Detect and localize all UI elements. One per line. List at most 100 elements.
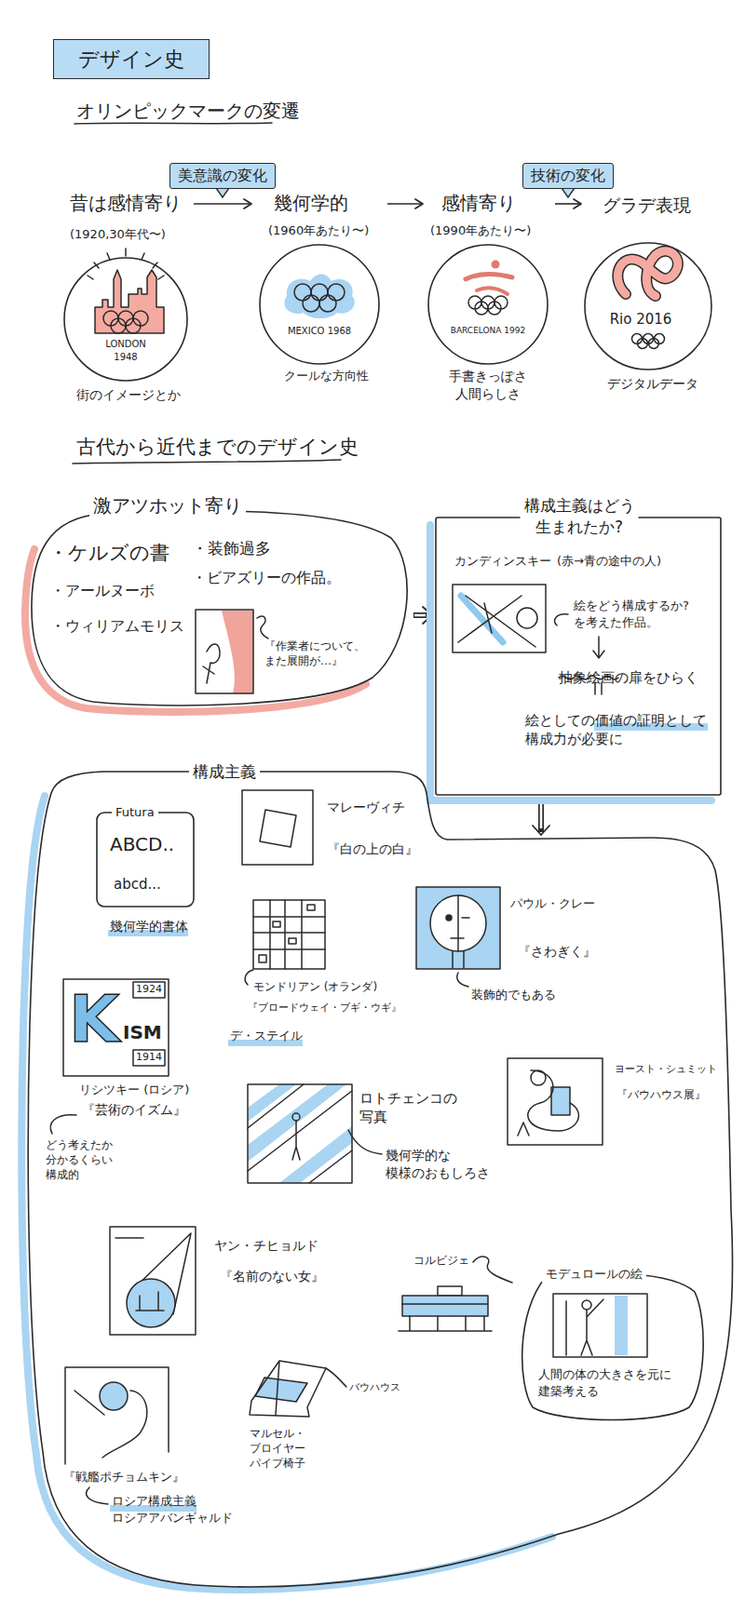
node-text: abcd... xyxy=(113,875,162,894)
sketch-stroke xyxy=(402,1296,488,1317)
text-holder: どう考えたか 分かるくらい 構成的 xyxy=(45,1137,113,1184)
text-holder: ・アールヌーボ xyxy=(50,581,155,602)
text-holder: 1924 xyxy=(135,983,163,998)
label-text: どう考えたか 分かるくらい 構成的 xyxy=(45,1137,113,1184)
sketch-stroke xyxy=(99,1382,128,1411)
label-text: 『戦艦ポチョムキン』 xyxy=(63,1469,185,1487)
circle-outline xyxy=(64,257,188,381)
rio-logo xyxy=(617,251,678,350)
node-text: モデュロールの絵 xyxy=(541,1266,647,1284)
sketch-stroke xyxy=(247,1084,353,1184)
text-holder: 絵としての価値の証明として 構成力が必要に xyxy=(525,711,707,750)
text-holder: 幾何学的 xyxy=(273,190,349,217)
sketch-stroke xyxy=(528,1070,580,1132)
arrow-head xyxy=(243,199,252,209)
sketch-stroke xyxy=(292,1121,300,1161)
connector-line xyxy=(555,203,582,205)
sketch-stroke xyxy=(649,338,660,350)
text-holder: 抽象絵画の扉をひらく xyxy=(558,668,699,688)
text-holder: 構成主義 xyxy=(189,761,260,784)
node-text: LONDON 1948 xyxy=(105,338,147,364)
text-holder: リシツキー (ロシア) xyxy=(79,1082,190,1099)
text-holder: カンディンスキー xyxy=(454,553,552,570)
label-text: バウハウス xyxy=(349,1381,401,1396)
label-text: 1924 xyxy=(135,983,163,998)
node-text: 激アツホット寄り xyxy=(89,493,246,519)
text-holder: 激アツホット寄り xyxy=(89,493,246,519)
sketch-stroke xyxy=(327,284,345,301)
edge-label: 技術の変化 xyxy=(522,162,614,190)
label-text: 幾何学的な 模様のおもしろさ xyxy=(385,1147,490,1183)
sketch-stroke xyxy=(203,644,220,684)
node-text: (1920,30年代〜) xyxy=(69,226,166,244)
sketch-stroke xyxy=(94,270,164,334)
circle-node: グラデ表現Rio 2016デジタルデータ xyxy=(582,189,718,399)
sketch-stroke xyxy=(72,460,341,464)
text-holder: 『作業者について、 また展開が…』 xyxy=(264,638,366,669)
sketch-stroke xyxy=(86,1488,109,1505)
arrow-head xyxy=(415,199,423,209)
node-text: 幾何学的書体 xyxy=(109,918,189,936)
sketch-stroke xyxy=(259,810,297,848)
text-holder: 街のイメージとか xyxy=(76,386,181,405)
label-text: 装飾的でもある xyxy=(471,987,556,1004)
sketch-stroke xyxy=(416,887,501,970)
text-holder: BARCELONA 1992 xyxy=(450,325,527,337)
sketch-stroke xyxy=(319,295,337,312)
node-outline xyxy=(433,495,725,800)
text-holder: コルビジェ xyxy=(413,1253,470,1269)
node-outline xyxy=(61,189,192,408)
text-holder: バウハウス xyxy=(349,1381,401,1396)
text-holder: Futura xyxy=(111,804,159,822)
text-holder: ロトチェンコの 写真 xyxy=(359,1089,458,1128)
sketch-stroke xyxy=(457,973,469,988)
offset-shadow xyxy=(430,525,712,801)
text-holder: ヤン・チヒョルド xyxy=(214,1237,319,1256)
text-holder: ・ビアズリーの作品。 xyxy=(191,568,341,589)
sketch-stroke xyxy=(284,274,354,320)
text-holder: K xyxy=(68,987,120,1053)
offset-shadow xyxy=(25,549,366,713)
sketch-stroke xyxy=(249,1361,326,1418)
text-holder: オリンピックマークの変遷 xyxy=(76,98,300,124)
sketch-stroke xyxy=(126,1279,176,1328)
text-holder: 人間の体の大きさを元に 建築考える xyxy=(538,1367,672,1400)
node-outline xyxy=(27,491,412,710)
sketch-stroke xyxy=(614,1296,628,1356)
text-holder: ・装飾過多 xyxy=(191,538,271,560)
font-box: FuturaABCD..abcd...幾何学的書体 xyxy=(93,804,198,941)
title-box: デザイン史 xyxy=(53,39,210,80)
node-text: カンディンスキー xyxy=(454,553,552,570)
label-text: ロシア構成主義 ロシアアバンギャルド xyxy=(111,1493,233,1527)
connector-line xyxy=(193,203,252,205)
node-text: (赤→青の途中の人) xyxy=(556,553,662,570)
node-text: グラデ表現 xyxy=(602,193,691,218)
connector-gap xyxy=(540,802,543,829)
node-text: 構成主義はどう 生まれたか? xyxy=(520,495,639,539)
node-text: 抽象絵画の扉をひらく xyxy=(558,668,699,688)
connector xyxy=(532,801,550,836)
sketch-stroke xyxy=(133,1050,165,1067)
circle-node: 感情寄り(1990年あたり〜)BARCELONA 1992手書きっぽさ 人間らし… xyxy=(424,189,554,408)
sketch-stroke xyxy=(294,284,312,301)
sketch-stroke xyxy=(247,1084,353,1184)
mexico-logo xyxy=(284,274,354,320)
label-text: 『ブロードウェイ・ブギ・ウギ』 xyxy=(247,1002,402,1016)
connector-gap xyxy=(414,614,426,618)
sketch-stroke xyxy=(133,982,165,999)
label-text: マルセル・ブロイヤー パイプ椅子 xyxy=(249,1426,306,1473)
sketch-stroke xyxy=(446,915,452,922)
text-holder: abcd... xyxy=(113,875,162,894)
label-text: リシツキー (ロシア) xyxy=(79,1082,190,1099)
sketch-stroke xyxy=(195,609,254,694)
sketch-stroke xyxy=(474,301,488,315)
text-holder: (1960年あたり〜) xyxy=(268,222,369,240)
text-holder: 美意識の変化 xyxy=(169,162,276,190)
node-text: BARCELONA 1992 xyxy=(450,325,527,337)
arrow-head xyxy=(532,826,550,836)
barcelona-logo xyxy=(465,260,513,316)
text-holder: モデュロールの絵 xyxy=(541,1266,647,1284)
label-text: モンドリアン (オランダ) xyxy=(253,979,378,995)
label-text: 『白の上の白』 xyxy=(326,840,419,859)
sketch-stroke xyxy=(476,287,508,295)
